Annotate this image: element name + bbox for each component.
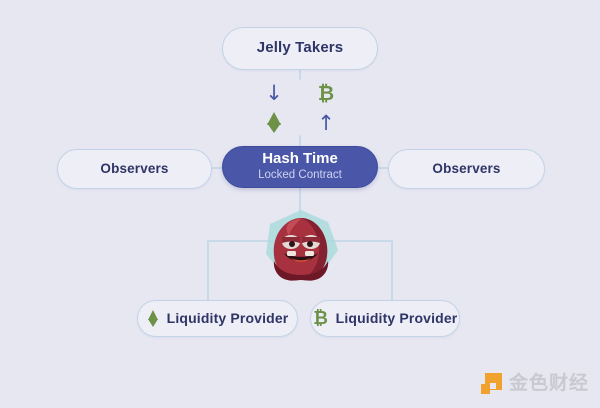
watermark: 金色财经 xyxy=(481,373,589,394)
node-observers-right[interactable]: Observers xyxy=(388,149,545,189)
node-liquidity-provider-eth[interactable]: Liquidity Provider xyxy=(137,300,298,337)
mascot-tongue xyxy=(291,258,311,262)
node-hash-time-locked-contract[interactable]: Hash Time Locked Contract xyxy=(222,146,378,188)
mascot-body xyxy=(273,218,328,277)
node-observers-left-label: Observers xyxy=(100,160,169,176)
mascot-body-shade xyxy=(301,218,328,276)
mascot-tooth-left xyxy=(287,251,296,256)
mascot-drip-base xyxy=(273,261,329,281)
ethereum-icon xyxy=(147,309,160,329)
arrow-up-icon: ↑ xyxy=(317,110,335,135)
node-liquidity-provider-btc[interactable]: ₿ Liquidity Provider xyxy=(310,300,460,337)
bitcoin-icon: ₿ xyxy=(313,307,328,329)
mascot-lid-right xyxy=(302,237,320,243)
node-jelly-takers[interactable]: Jelly Takers xyxy=(222,27,378,70)
htlc-subtitle: Locked Contract xyxy=(258,169,342,182)
jinse-logo-icon xyxy=(481,373,502,394)
mascot-highlight xyxy=(286,219,301,235)
mascot-lid-left xyxy=(282,237,300,243)
mascot-pupil-left xyxy=(289,241,295,247)
node-observers-right-label: Observers xyxy=(432,160,501,176)
htlc-title: Hash Time xyxy=(262,150,338,168)
watermark-text: 金色财经 xyxy=(509,372,590,394)
node-liquidity-provider-btc-label: Liquidity Provider xyxy=(335,309,458,326)
node-observers-left[interactable]: Observers xyxy=(57,149,212,189)
mascot-pupil-right xyxy=(307,241,313,247)
mascot-tooth-right xyxy=(305,251,314,256)
ethereum-diamond-shape xyxy=(267,112,281,134)
arrow-down-icon: ↓ xyxy=(265,80,283,105)
node-liquidity-provider-eth-label: Liquidity Provider xyxy=(166,309,289,326)
ethereum-diamond-shape xyxy=(147,309,159,328)
jelly-mascot xyxy=(258,206,344,286)
node-jelly-takers-label: Jelly Takers xyxy=(256,39,344,57)
bitcoin-icon: ₿ xyxy=(317,81,335,105)
flow-icon-grid: ↓ ₿ ↑ xyxy=(248,78,352,138)
ethereum-icon xyxy=(261,110,287,136)
